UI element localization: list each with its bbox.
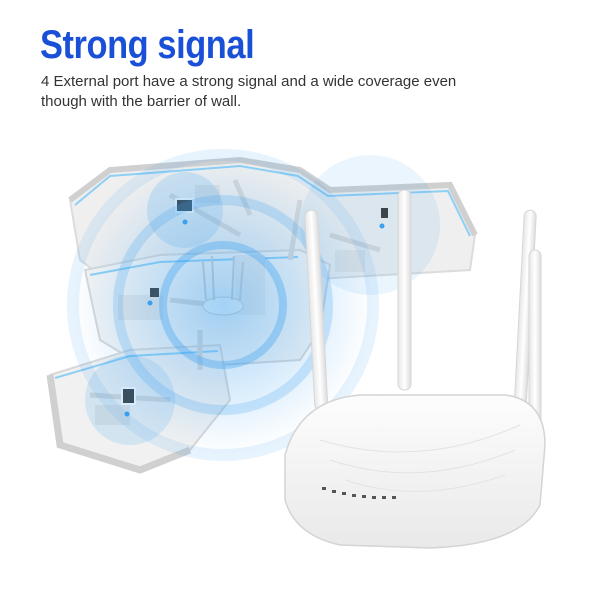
feature-description: 4 External port have a strong signal and… — [41, 73, 457, 110]
signal-waves — [67, 149, 440, 461]
router-icon — [284, 189, 546, 549]
headline-title: Strong signal — [40, 23, 255, 67]
